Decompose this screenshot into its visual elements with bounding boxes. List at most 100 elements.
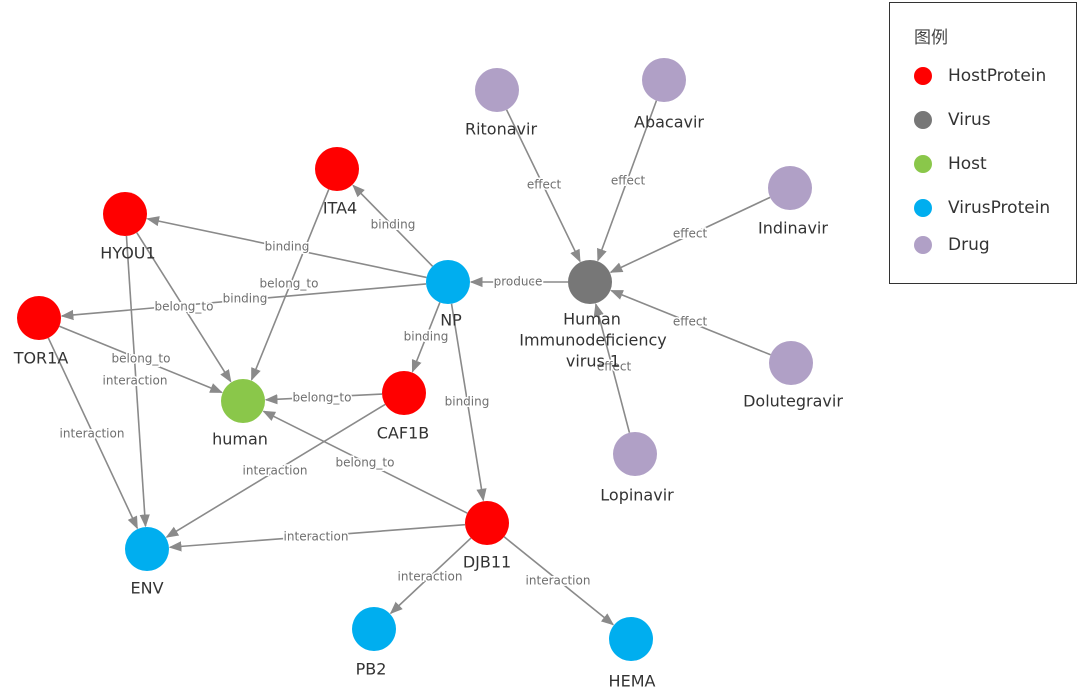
legend-item-virusprotein[interactable]: VirusProtein (914, 195, 1050, 221)
edge-label: effect (673, 315, 708, 329)
edge-label: binding (445, 395, 490, 409)
virusprotein-node-circle[interactable] (426, 260, 470, 304)
legend-label: VirusProtein (948, 198, 1051, 218)
edge-NP-DJB11 (450, 303, 487, 502)
edge-NP-ITA4 (352, 184, 434, 267)
node-label: Dolutegravir (743, 392, 843, 411)
edge-label: binding (371, 218, 416, 232)
node-dolutegravir[interactable]: Dolutegravir (743, 341, 843, 411)
edge-TOR1A-human (59, 325, 223, 394)
node-label: ITA4 (323, 199, 357, 218)
edge-label: interaction (398, 570, 463, 584)
node-lopinavir[interactable]: Lopinavir (600, 432, 674, 505)
node-label: Human (563, 310, 621, 329)
edge-label: interaction (284, 530, 349, 544)
drug-node-circle[interactable] (642, 58, 686, 102)
node-abacavir[interactable]: Abacavir (634, 58, 704, 132)
virusprotein-node-circle[interactable] (352, 607, 396, 651)
node-env[interactable]: ENV (125, 527, 169, 598)
node-ritonavir[interactable]: Ritonavir (465, 68, 537, 139)
legend-item-hostprotein[interactable]: HostProtein (914, 63, 1046, 89)
node-hyou1[interactable]: HYOU1 (100, 192, 156, 263)
legend-label: Host (948, 154, 987, 174)
edge-label: effect (673, 227, 708, 241)
edge-DJB11-PB2 (389, 537, 472, 615)
legend-item-virus[interactable]: Virus (914, 107, 991, 133)
edge-DJB11-human (262, 410, 468, 514)
edge-label: belong_to (336, 456, 395, 470)
edge-ITA4-human (250, 189, 330, 381)
edge-CAF1B-human (264, 393, 383, 405)
node-np[interactable]: NP (426, 260, 470, 330)
node-djb11[interactable]: DJB11 (463, 501, 511, 572)
node-label: HYOU1 (100, 244, 155, 263)
edge-TOR1A-ENV (47, 337, 138, 530)
node-human[interactable]: human (212, 379, 268, 449)
drug-node-circle[interactable] (475, 68, 519, 112)
node-hema[interactable]: HEMA (609, 617, 656, 691)
edge-label: produce (494, 275, 543, 289)
virusprotein-node-circle[interactable] (125, 527, 169, 571)
virusprotein-node-circle[interactable] (609, 617, 653, 661)
node-label: Abacavir (634, 113, 704, 132)
edge-label: interaction (103, 374, 168, 388)
virus-node-circle[interactable] (568, 260, 612, 304)
legend-title: 图例 (914, 28, 948, 48)
node-label: CAF1B (377, 424, 429, 443)
nodes-layer: Ritonavir AbacavirIndinavirDolutegravirLo… (13, 58, 843, 691)
drug-node-circle[interactable] (769, 341, 813, 385)
edge-Ritonavir-HIV1 (505, 109, 581, 263)
edge-NP-TOR1A (60, 283, 427, 321)
node-label: Ritonavir (465, 120, 537, 139)
hostprotein-node-circle[interactable] (103, 192, 147, 236)
edge-label: effect (597, 360, 632, 374)
legend-item-host[interactable]: Host (914, 151, 987, 177)
node-label: human (212, 430, 268, 449)
host-dot-icon (914, 155, 932, 173)
edge-NP-HYOU1 (146, 216, 427, 279)
edge-label: belong_to (293, 391, 352, 405)
edge-label: belong_to (260, 277, 319, 291)
edge-label: belong_to (112, 352, 171, 366)
edge-label: belong_to (155, 300, 214, 314)
node-label: TOR1A (13, 349, 69, 368)
hostprotein-node-circle[interactable] (17, 296, 61, 340)
edge-label: interaction (243, 464, 308, 478)
edge-Lopinavir-HIV1 (593, 303, 631, 433)
edge-Abacavir-HIV1 (597, 100, 658, 262)
node-label: PB2 (356, 660, 387, 679)
edge-Dolutegravir-HIV1 (610, 289, 771, 356)
hostprotein-node-circle[interactable] (465, 501, 509, 545)
legend-item-drug[interactable]: Drug (914, 232, 990, 258)
node-label: ENV (130, 579, 163, 598)
edge-DJB11-ENV (168, 523, 466, 552)
legend-label: Drug (948, 235, 990, 255)
node-label: virus 1 (566, 352, 620, 371)
node-label: Immunodeficiency (519, 331, 667, 350)
node-label: Lopinavir (600, 486, 674, 505)
drug-node-circle[interactable] (768, 166, 812, 210)
edge-DJB11-HEMA (503, 536, 615, 626)
edges-layer (47, 100, 771, 626)
node-indinavir[interactable]: Indinavir (758, 166, 828, 238)
node-label: Indinavir (758, 219, 828, 238)
node-caf1b[interactable]: CAF1B (377, 371, 429, 443)
edge-label: effect (611, 174, 646, 188)
edge-label: binding (404, 330, 449, 344)
edge-label: effect (527, 178, 562, 192)
edge-labels-layer: effect effect effect effect effect produce bin… (58, 172, 709, 589)
drug-node-circle[interactable] (613, 432, 657, 476)
host-node-circle[interactable] (221, 379, 265, 423)
hostprotein-node-circle[interactable] (315, 147, 359, 191)
edge-label: binding (223, 292, 268, 306)
node-pb2[interactable]: PB2 (352, 607, 396, 679)
edge-HYOU1-human (136, 232, 232, 383)
node-ita4[interactable]: ITA4 (315, 147, 359, 218)
edge-HYOU1-ENV (125, 235, 150, 528)
hostprotein-node-circle[interactable] (382, 371, 426, 415)
node-label: DJB11 (463, 553, 511, 572)
node-tor1a[interactable]: TOR1A (13, 296, 69, 368)
edge-CAF1B-ENV (165, 403, 386, 538)
